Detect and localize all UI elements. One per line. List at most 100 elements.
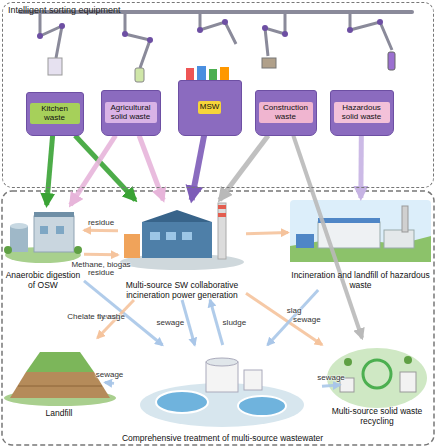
robot-arm (200, 14, 236, 44)
robot-arm (37, 33, 43, 39)
flow-arrow (139, 136, 163, 201)
waste-bin: MSW (178, 80, 242, 136)
wastewater-plant-illustration (206, 358, 238, 366)
facility-node: Multi-source solid waste recycling (322, 338, 432, 426)
wastewater-plant-illustration (156, 391, 208, 413)
node-label: Incineration and landfill of hazardous w… (288, 271, 433, 290)
edge-label: Methane, biogas residue (70, 260, 132, 277)
robot-arm (147, 37, 153, 43)
waste-bin: Construction waste (255, 90, 317, 136)
group-frame (2, 191, 434, 445)
recycling-illustration (400, 372, 416, 392)
power-plant-illustration (150, 232, 160, 240)
edge-label: sludge (223, 318, 247, 326)
robot-arm (220, 67, 229, 80)
node-label: Agricultural solid waste (105, 102, 157, 123)
power-plant-illustration (142, 210, 212, 222)
robot-arm (377, 19, 383, 25)
node-label: Landfill (46, 409, 73, 418)
hazardous-plant-illustration (296, 234, 314, 248)
robot-arm (262, 58, 276, 68)
robot-arm (265, 14, 285, 56)
waste-bin: Agricultural solid waste (101, 90, 161, 136)
flow-arrow (246, 293, 322, 344)
robot-arm (125, 14, 150, 68)
flow-arrow (71, 136, 116, 206)
digester-illustration (10, 226, 28, 252)
digester-illustration (56, 226, 64, 234)
hazardous-plant-illustration (384, 230, 414, 248)
robot-arm (262, 25, 268, 31)
node-label: Multi-source SW collaborative incinerati… (118, 281, 246, 300)
node-label: Multi-source solid waste recycling (322, 407, 432, 426)
flow-arrow (84, 253, 118, 257)
robot-arm (186, 68, 194, 80)
facility-node: Anaerobic digestion of OSW (2, 205, 84, 290)
wastewater-plant-illustration (238, 396, 286, 416)
digester-illustration (34, 216, 74, 252)
landfill-illustration (18, 386, 102, 387)
recycling-illustration (363, 360, 391, 388)
digester-illustration (10, 223, 28, 229)
flow-arrow (84, 229, 118, 233)
flow-arrow (192, 136, 204, 201)
node-label: Hazardous solid waste (334, 102, 390, 123)
digester-illustration (74, 246, 82, 254)
node-label: Kitchen waste (30, 103, 80, 124)
power-plant-illustration (142, 222, 212, 258)
wastewater-plant-illustration (140, 358, 304, 427)
digester-illustration (4, 212, 82, 263)
robot-arm (222, 19, 228, 25)
robot-arm (197, 27, 203, 33)
digester-illustration (4, 246, 12, 254)
facility-node: Incineration and landfill of hazardous w… (288, 198, 433, 290)
edge-label: Chelate fly ash (67, 313, 120, 321)
robot-arm (40, 14, 62, 58)
waste-bin: Kitchen waste (26, 92, 84, 136)
robot-arm (20, 12, 412, 82)
edge-label: sewage (96, 371, 124, 379)
power-plant-illustration (182, 232, 192, 240)
flow-arrow (220, 136, 269, 201)
hazardous-plant-illustration (402, 206, 408, 232)
power-plant-illustration (166, 232, 176, 240)
robot-arm (209, 69, 217, 80)
node-label: Anaerobic digestion of OSW (2, 271, 84, 290)
edge-label: sewage (317, 373, 345, 381)
facility-node: Comprehensive treatment of multi-source … (105, 345, 340, 443)
flow-arrow (322, 385, 340, 386)
edge-label: slag (287, 307, 302, 315)
recycling-illustration (344, 358, 352, 366)
landfill-illustration (10, 372, 110, 398)
group-band: Intelligent sorting equipmentKitchen was… (2, 2, 434, 188)
digester-illustration (34, 212, 74, 217)
robot-arm (59, 23, 65, 29)
node-label: Intelligent sorting equipment (3, 3, 433, 17)
flow-arrow (358, 136, 363, 199)
robot-arm (122, 31, 128, 37)
power-plant-illustration (218, 205, 226, 209)
robot-arm (48, 58, 62, 75)
robot-arm (282, 31, 288, 37)
robot-arm (350, 14, 392, 50)
flow-arrow (105, 381, 114, 385)
edge-label: sewage (157, 318, 185, 326)
hazardous-plant-illustration (318, 218, 380, 223)
edge-label: sewage (293, 315, 321, 323)
power-plant-illustration (218, 213, 226, 217)
flow-arrow (210, 300, 223, 345)
robot-arm (197, 66, 206, 80)
robot-arm (135, 68, 144, 82)
flow-arrow (47, 136, 53, 206)
edge-label: residue (88, 218, 114, 226)
hazardous-plant-illustration (290, 200, 431, 262)
node-label: Comprehensive treatment of multi-source … (122, 434, 323, 443)
hazardous-plant-illustration (290, 200, 431, 262)
digester-illustration (40, 226, 48, 234)
waste-bin: Hazardous solid waste (330, 90, 394, 136)
